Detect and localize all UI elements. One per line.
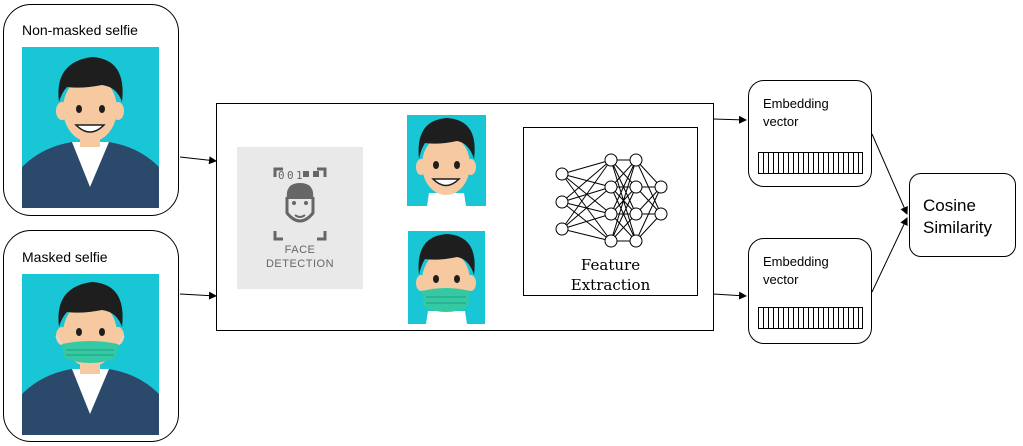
cosine-similarity-line2: Similarity xyxy=(923,218,992,237)
embedding-vector-top-bar xyxy=(758,152,863,174)
face-detection-text-line2: DETECTION xyxy=(265,258,335,270)
embedding-vector-bottom-card: Embedding vector xyxy=(748,238,872,344)
arrow-embedding-top-to-cosine xyxy=(871,133,908,215)
cosine-similarity-line1: Cosine xyxy=(923,196,976,215)
embedding-bottom-title-line1: Embedding xyxy=(763,254,829,269)
non-masked-selfie-image xyxy=(22,47,159,208)
cosine-similarity-box: Cosine Similarity xyxy=(909,173,1016,257)
feature-extraction-text-line2: Extraction xyxy=(570,276,651,294)
feature-extraction-text-line1: Feature xyxy=(580,256,641,274)
face-detection-text-line1: FACE xyxy=(284,244,316,256)
embedding-vector-bottom-bar xyxy=(758,307,863,329)
non-masked-selfie-label: Non-masked selfie xyxy=(22,22,138,38)
arrow-masked-to-pipeline xyxy=(179,291,217,300)
arrow-pipeline-to-embedding-top xyxy=(712,115,747,124)
embedding-top-title-line2: vector xyxy=(763,114,799,129)
cropped-face-masked xyxy=(408,231,485,324)
arrow-embedding-bottom-to-cosine xyxy=(871,217,908,293)
embedding-vector-top-card: Embedding vector xyxy=(748,80,872,187)
masked-selfie-label: Masked selfie xyxy=(22,249,108,265)
arrow-pipeline-to-embedding-bottom xyxy=(712,291,747,300)
masked-selfie-image xyxy=(22,274,159,435)
svg-text:0: 0 xyxy=(278,169,285,182)
svg-text:1: 1 xyxy=(296,169,303,182)
neural-network-icon xyxy=(555,153,668,248)
embedding-bottom-title-line2: vector xyxy=(763,272,799,287)
feature-extraction-block: Feature Extraction xyxy=(523,127,698,296)
svg-text:0: 0 xyxy=(287,169,294,182)
arrow-selfie-to-pipeline xyxy=(179,156,217,165)
cropped-face-unmasked xyxy=(407,115,486,206)
face-detection-icon: 0 0 1 xyxy=(273,167,327,241)
face-detection-block: 0 0 1 FACE DETECTION xyxy=(237,147,363,289)
embedding-top-title-line1: Embedding xyxy=(763,96,829,111)
